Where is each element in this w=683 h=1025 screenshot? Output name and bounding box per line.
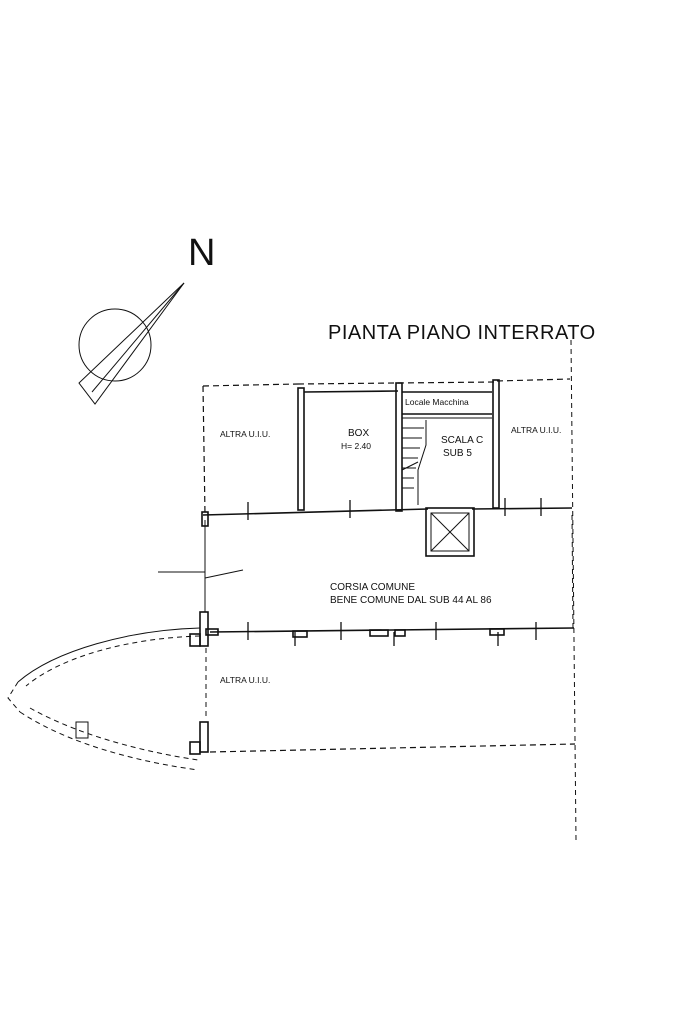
compass-needle: [78, 282, 185, 405]
ramp-outer-bottom: [19, 711, 199, 771]
ramp-line-angled: [204, 569, 244, 579]
left-boundary-upper: [202, 385, 206, 516]
bottom-boundary: [209, 743, 576, 753]
plan-title: PIANTA PIANO INTERRATO: [328, 322, 596, 344]
corridor-wall-top-left: [202, 508, 429, 516]
pillar: [394, 629, 406, 637]
corsia-title-label: CORSIA COMUNE: [330, 582, 415, 593]
curved-ramp: [7, 627, 201, 771]
pillar: [369, 629, 389, 637]
column-left-lower: [199, 721, 209, 753]
ramp-inner-bottom: [29, 707, 199, 761]
north-arrow: N: [78, 232, 215, 405]
top-boundary-left: [202, 383, 299, 387]
box-wall-top: [303, 390, 399, 393]
altra-uiu-bottom-label: ALTRA U.I.U.: [220, 675, 270, 685]
box-height-label: H= 2.40: [341, 441, 371, 451]
compass-circle: [78, 308, 152, 382]
locale-macchina-label: Locale Macchina: [405, 397, 469, 407]
elevator-inner: [430, 512, 470, 552]
top-boundary-right: [496, 378, 571, 382]
corsia-desc-label: BENE COMUNE DAL SUB 44 AL 86: [330, 595, 492, 606]
property-boundary-right: [570, 339, 577, 841]
elevator-cross-b: [430, 512, 470, 552]
locale-macchina-room: [402, 391, 492, 419]
stair-edge: [417, 420, 427, 505]
column-left-upper: [199, 611, 209, 647]
stair: [401, 420, 427, 505]
box-wall-right: [395, 382, 403, 512]
ramp-tip: [7, 681, 21, 713]
column-left-lower-b: [189, 741, 201, 755]
box-room: [297, 382, 403, 512]
stair-arrow: [401, 461, 419, 471]
corridor-right-boundary: [571, 514, 574, 631]
ramp-outer-top: [17, 627, 201, 683]
box-label: BOX: [348, 428, 369, 439]
elevator-shaft: [425, 507, 475, 557]
altra-uiu-left-label: ALTRA U.I.U.: [220, 429, 270, 439]
corridor-wall-bottom: [209, 627, 575, 633]
north-label: N: [188, 232, 215, 274]
top-boundary-mid: [297, 381, 496, 385]
right-room-wall: [492, 379, 500, 509]
ramp-post: [75, 721, 89, 739]
box-wall-left: [297, 387, 305, 511]
corridor-wall-top-right: [471, 507, 573, 510]
altra-uiu-right-label: ALTRA U.I.U.: [511, 425, 561, 435]
pillar: [205, 628, 219, 636]
column-left-upper-b: [189, 633, 201, 647]
pillar: [489, 628, 505, 636]
scala-sub-label: SUB 5: [443, 448, 472, 459]
elevator-outer: [425, 507, 475, 557]
ramp-inner-top: [25, 635, 201, 687]
scala-label: SCALA C: [441, 435, 483, 446]
pillar: [292, 630, 308, 638]
compass-needle-axis: [91, 282, 185, 393]
